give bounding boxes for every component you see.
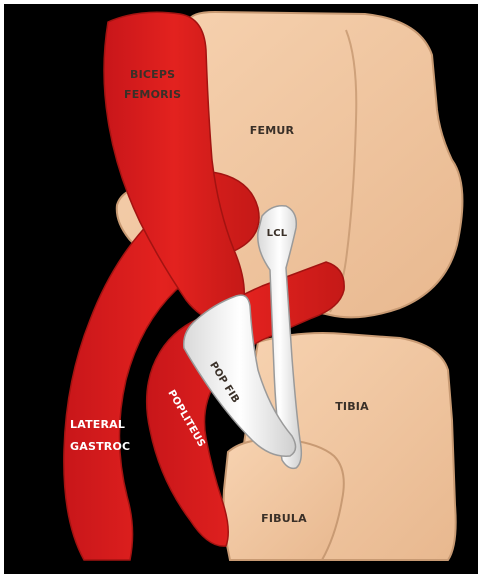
label-biceps-femoris-line1: BICEPS xyxy=(130,68,175,81)
label-fibula: FIBULA xyxy=(261,512,307,525)
label-femur: FEMUR xyxy=(250,124,295,137)
label-lateral-gastroc-line1: LATERAL xyxy=(70,418,125,431)
label-biceps-femoris-line2: FEMORIS xyxy=(124,88,181,101)
label-lcl: LCL xyxy=(267,228,288,239)
label-tibia: TIBIA xyxy=(335,400,369,413)
label-lateral-gastroc-line2: GASTROC xyxy=(70,440,130,453)
